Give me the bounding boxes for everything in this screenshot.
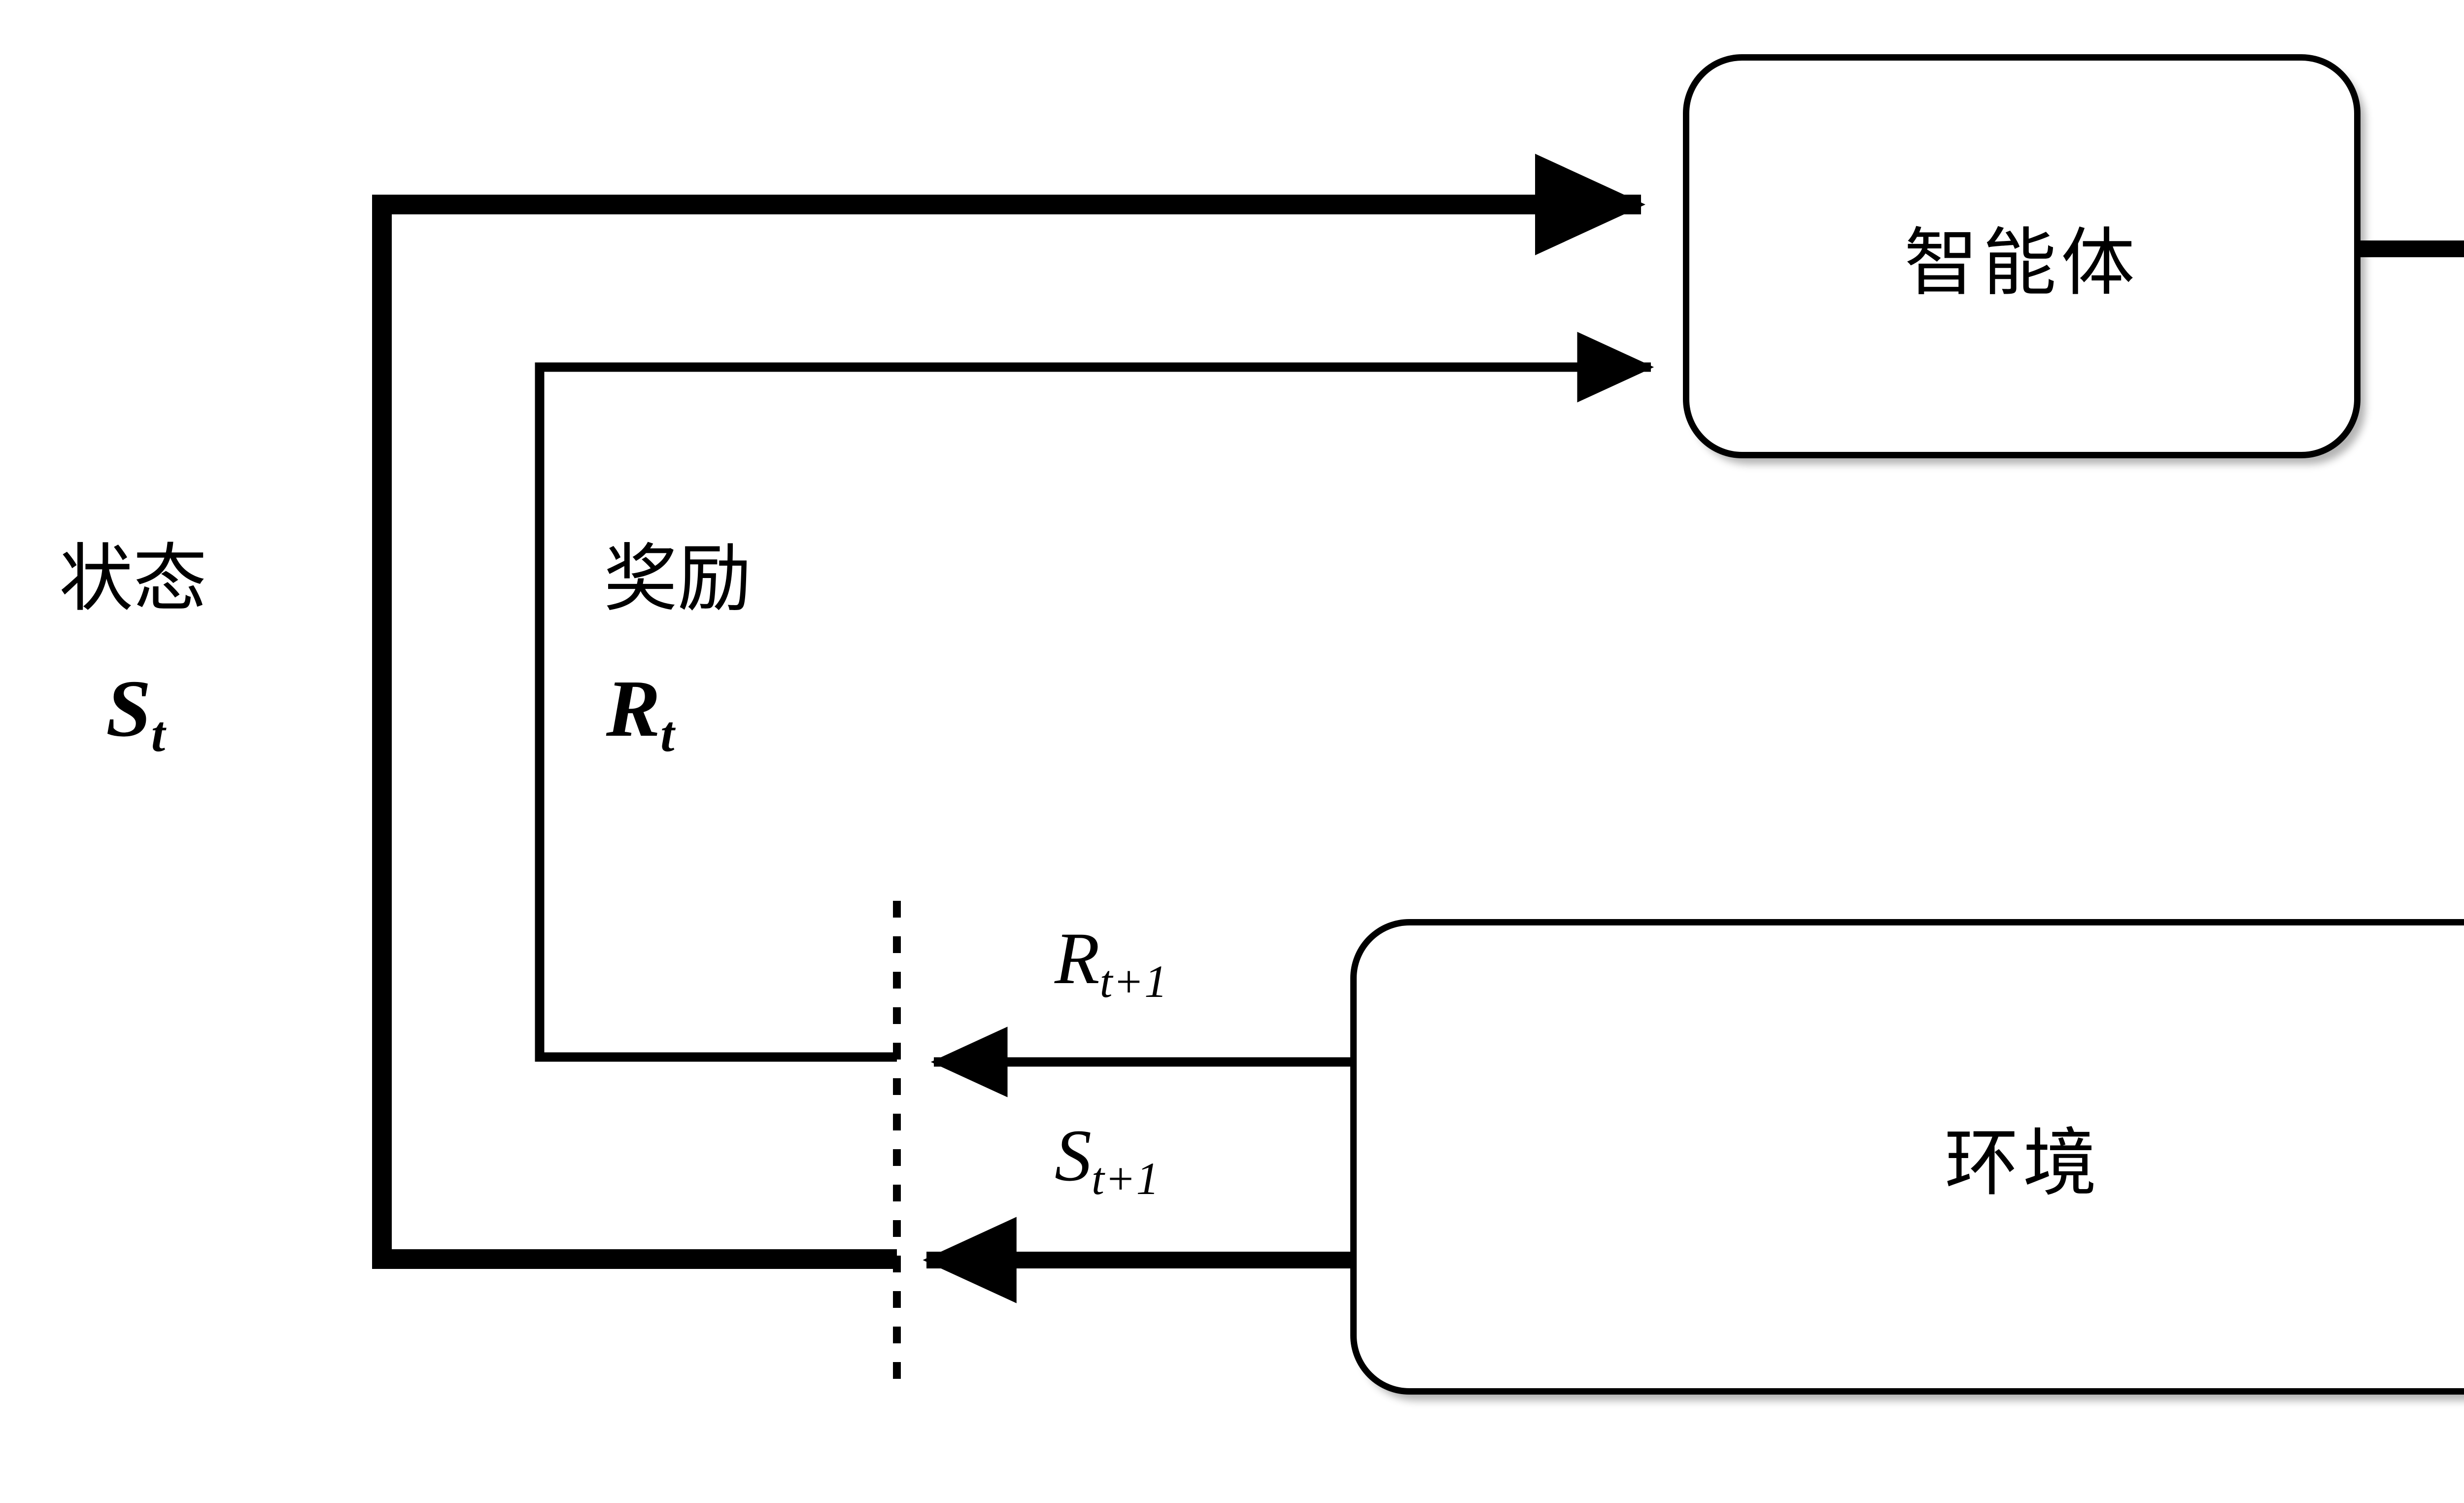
state-next-label: St+1 (1055, 1119, 1160, 1202)
agent-node-label: 智能体 (1904, 220, 2139, 306)
reward-next-label: Rt+1 (1055, 922, 1168, 1005)
reward-label-symbol: Rt (606, 668, 675, 759)
state-next-base: S (1055, 1115, 1092, 1196)
environment-node-label: 环境 (1944, 1121, 2101, 1206)
state-symbol-base: S (106, 663, 151, 753)
agent-node[interactable]: 智能体 (1683, 54, 2361, 458)
state-symbol-subscript: t (151, 706, 166, 762)
edge-state-feedback (372, 153, 1645, 1269)
state-label-word: 状态 (59, 536, 207, 622)
reward-next-base: R (1055, 918, 1100, 999)
reward-next-subscript: t+1 (1099, 956, 1168, 1007)
state-next-subscript: t+1 (1092, 1153, 1160, 1204)
reward-label-word: 奖励 (604, 536, 752, 622)
edge-reward-feedback (535, 332, 1654, 1062)
environment-node[interactable]: 环境 (1350, 919, 2464, 1395)
state-label-symbol: St (106, 668, 166, 759)
reward-symbol-base: R (606, 663, 661, 753)
reward-symbol-subscript: t (660, 706, 675, 762)
